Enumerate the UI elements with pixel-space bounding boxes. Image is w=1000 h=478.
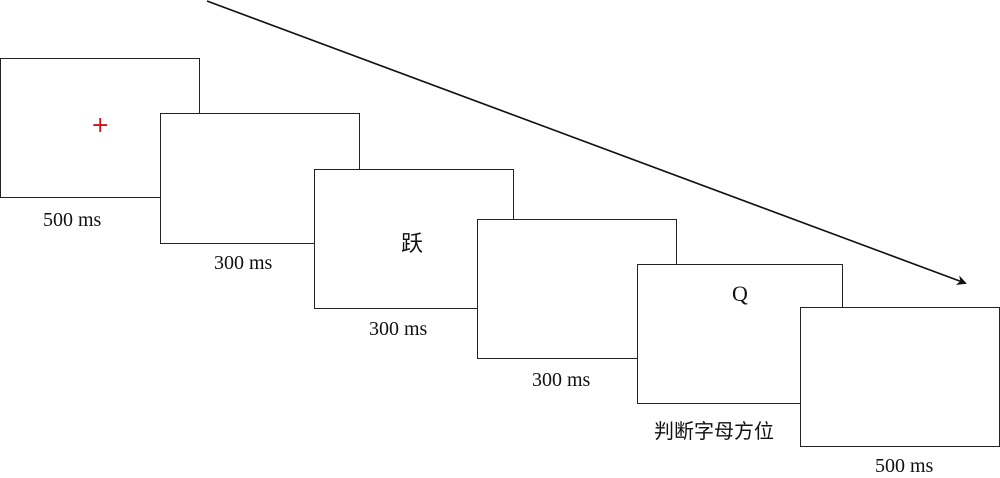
blank-frame <box>800 307 1000 447</box>
duration-label: 300 ms <box>214 252 273 274</box>
duration-label: 300 ms <box>369 318 428 340</box>
fixation-cross-icon: + <box>91 113 110 138</box>
task-instruction-label: 判断字母方位 <box>654 421 774 443</box>
duration-label: 500 ms <box>43 209 102 231</box>
target-letter: Q <box>732 281 748 306</box>
prime-character: 跃 <box>401 231 424 256</box>
duration-label: 300 ms <box>532 369 591 391</box>
duration-label: 500 ms <box>875 455 934 477</box>
